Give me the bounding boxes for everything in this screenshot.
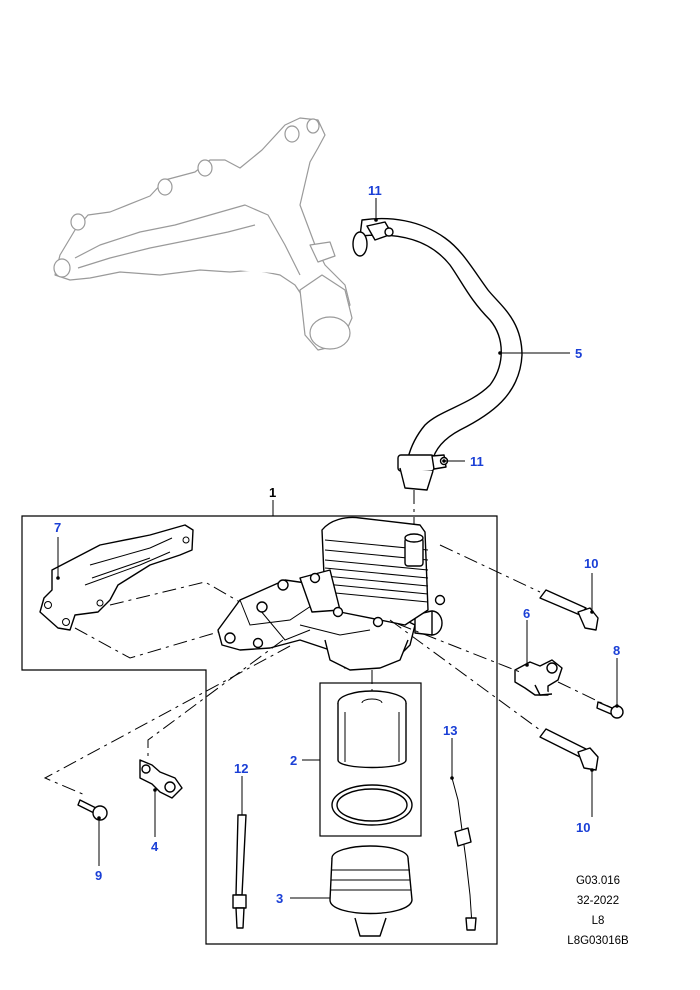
- part-4-sensor: [139, 759, 183, 799]
- reference-code: G03.016: [576, 875, 620, 887]
- callout-10-upper: 10: [584, 556, 598, 571]
- reference-date: 32-2022: [577, 895, 619, 907]
- callout-13: 13: [443, 723, 457, 738]
- callout-10-lower: 10: [576, 820, 590, 835]
- part-11-clip-upper: [366, 221, 394, 241]
- part-13-dipstick: [451, 777, 477, 931]
- part-10-bolt-upper: [539, 589, 599, 631]
- part-1-oil-filter-housing: [217, 579, 443, 671]
- reference-block: G03.016 32-2022 L8 L8G03016B: [567, 875, 629, 947]
- reference-model: L8: [592, 915, 605, 927]
- callout-5: 5: [575, 346, 582, 361]
- callout-8: 8: [613, 643, 620, 658]
- callout-11-lower: 11: [470, 454, 484, 469]
- callout-7: 7: [54, 520, 61, 535]
- callout-11-upper: 11: [368, 183, 382, 198]
- callout-1: 1: [269, 485, 276, 500]
- part-5-hose: [352, 217, 523, 491]
- callout-2: 2: [290, 753, 297, 768]
- callout-4: 4: [151, 839, 159, 854]
- callout-9: 9: [95, 868, 102, 883]
- part-10-bolt-lower: [539, 728, 599, 771]
- callout-6: 6: [523, 606, 530, 621]
- part-3-filter-cap: [329, 845, 413, 937]
- part-9-screw: [77, 799, 108, 821]
- part-2-filter-element: [337, 690, 407, 769]
- part-12-tube: [232, 783, 247, 929]
- part-2-o-ring: [331, 784, 413, 826]
- oil-cooler: [299, 516, 446, 628]
- part-8-screw: [596, 701, 624, 719]
- callout-3: 3: [276, 891, 283, 906]
- ghost-manifold: [53, 117, 353, 351]
- reference-image-id: L8G03016B: [567, 935, 629, 947]
- callout-12: 12: [234, 761, 248, 776]
- assembly-1-outline: [21, 515, 498, 945]
- part-7-gasket: [39, 524, 194, 631]
- part-6-pressure-sensor: [514, 659, 563, 696]
